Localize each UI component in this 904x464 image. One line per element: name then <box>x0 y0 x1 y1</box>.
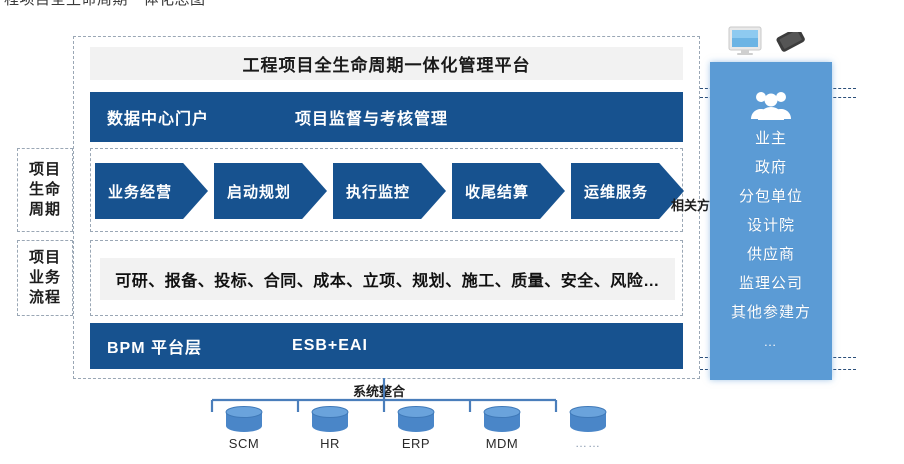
stakeholder-item: 其他参建方 <box>730 304 811 321</box>
database-cylinder-icon <box>483 406 521 432</box>
device-icons <box>728 26 818 60</box>
system-database-row: SCM HR ERP MDM …… <box>216 406 607 461</box>
lifecycle-stage-label: 启动规划 <box>227 183 292 201</box>
stakeholders-panel: 业主政府分包单位设计院供应商监理公司其他参建方 … <box>710 62 832 380</box>
stakeholder-item: … <box>763 334 779 349</box>
business-process-text: 可研、报备、投标、合同、成本、立项、规划、施工、质量、安全、风险… <box>115 273 660 290</box>
portal-right-label: 项目监督与考核管理 <box>295 111 449 128</box>
database-cylinder-icon <box>569 406 607 432</box>
lifecycle-chevrons: 业务经营 启动规划 执行监控 收尾结算 运维服务 <box>91 163 684 219</box>
system-node[interactable]: SCM <box>216 406 272 451</box>
system-node[interactable]: HR <box>302 406 358 451</box>
stakeholder-item: 业主 <box>754 130 787 147</box>
system-node-label: ERP <box>401 436 431 451</box>
lifecycle-stage-4[interactable]: 收尾结算 <box>452 163 565 219</box>
stakeholder-item: 分包单位 <box>738 188 803 205</box>
lifecycle-row: 业务经营 启动规划 执行监控 收尾结算 运维服务 <box>90 148 684 232</box>
system-node[interactable]: ERP <box>388 406 444 451</box>
lifecycle-stage-label: 执行监控 <box>346 183 411 201</box>
lifecycle-stage-5[interactable]: 运维服务 <box>571 163 684 219</box>
portal-left-label: 数据中心门户 <box>107 111 210 128</box>
side-label-lifecycle-text: 项目 生命 周期 <box>28 161 61 218</box>
side-label-process-text: 项目 业务 流程 <box>28 249 61 306</box>
platform-layer-left-label: BPM 平台层 <box>107 340 203 357</box>
related-parties-label: 相关方 <box>671 198 711 213</box>
system-integration-connectors <box>210 378 558 412</box>
business-process-bar: 可研、报备、投标、合同、成本、立项、规划、施工、质量、安全、风险… <box>100 258 675 300</box>
database-cylinder-icon <box>397 406 435 432</box>
lifecycle-stage-label: 收尾结算 <box>465 183 530 201</box>
system-integration-label: 系统整合 <box>351 381 408 400</box>
page-title: 工程项目全生命周期一体化管理平台 <box>242 56 531 75</box>
stakeholder-item: 监理公司 <box>738 275 803 292</box>
lifecycle-stage-1[interactable]: 业务经营 <box>95 163 208 219</box>
smartphone-icon <box>774 27 812 61</box>
business-process-row: 可研、报备、投标、合同、成本、立项、规划、施工、质量、安全、风险… <box>90 240 683 316</box>
system-node-label: MDM <box>485 436 519 451</box>
side-label-lifecycle: 项目 生命 周期 <box>17 148 73 232</box>
top-caption: 程项目全生命周期一体化总图 <box>4 0 206 9</box>
system-node[interactable]: …… <box>560 406 616 450</box>
database-cylinder-icon <box>311 406 349 432</box>
database-cylinder-icon <box>225 406 263 432</box>
stakeholders-list: 业主政府分包单位设计院供应商监理公司其他参建方 … <box>710 124 832 356</box>
platform-title-band: 工程项目全生命周期一体化管理平台 <box>90 47 683 80</box>
system-node-label: SCM <box>228 436 260 451</box>
system-node[interactable]: MDM <box>474 406 530 451</box>
platform-layer-band: BPM 平台层 ESB+EAI <box>90 323 683 369</box>
system-node-label: …… <box>575 436 601 450</box>
stakeholder-item: 政府 <box>754 159 787 176</box>
lifecycle-stage-label: 运维服务 <box>584 183 649 201</box>
portal-band: 数据中心门户 项目监督与考核管理 <box>90 92 683 142</box>
stakeholder-item: 供应商 <box>746 246 795 263</box>
monitor-icon <box>728 26 762 61</box>
lifecycle-stage-2[interactable]: 启动规划 <box>214 163 327 219</box>
lifecycle-stage-3[interactable]: 执行监控 <box>333 163 446 219</box>
stakeholder-item: 设计院 <box>746 217 795 234</box>
system-node-label: HR <box>320 436 340 451</box>
lifecycle-stage-label: 业务经营 <box>108 183 173 201</box>
side-label-process: 项目 业务 流程 <box>17 240 73 316</box>
platform-layer-right-label: ESB+EAI <box>292 337 368 354</box>
people-group-icon <box>710 88 832 122</box>
